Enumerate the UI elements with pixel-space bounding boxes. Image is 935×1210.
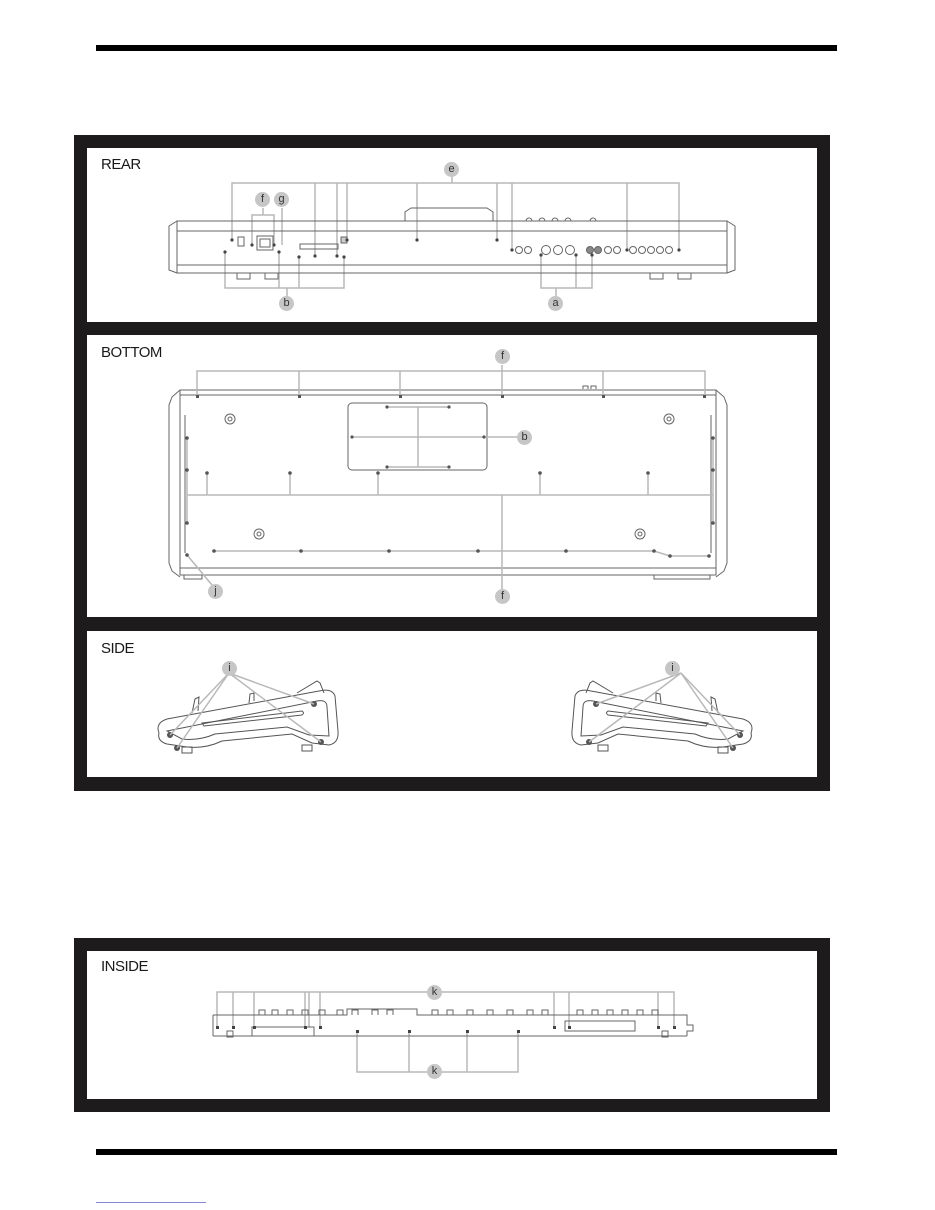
inside-view-drawing	[212, 991, 694, 1073]
bottom-title: BOTTOM	[101, 344, 162, 361]
callout-f-top: f	[495, 349, 510, 364]
callout-g: g	[274, 192, 289, 207]
rear-title: REAR	[101, 156, 141, 173]
callout-e: e	[444, 162, 459, 177]
side-title: SIDE	[101, 640, 135, 657]
top-rule	[96, 45, 837, 51]
callout-i-left: i	[222, 661, 237, 676]
callout-k-bottom: k	[427, 1064, 442, 1079]
inside-title: INSIDE	[101, 958, 149, 975]
callout-a: a	[548, 296, 563, 311]
inside-panel: INSIDE	[87, 951, 817, 1099]
callout-f-bottom: f	[495, 589, 510, 604]
callout-i-right: i	[665, 661, 680, 676]
side-panel: SIDE	[87, 631, 817, 777]
bottom-rule	[96, 1149, 837, 1155]
bottom-view-drawing	[168, 365, 728, 590]
callout-f: f	[255, 192, 270, 207]
side-view-drawing	[157, 672, 753, 754]
footer-link-underline[interactable]	[96, 1202, 206, 1203]
callout-k-top: k	[427, 985, 442, 1000]
rear-panel: REAR	[87, 148, 817, 322]
callout-b: b	[279, 296, 294, 311]
callout-b: b	[517, 430, 532, 445]
callout-j: j	[208, 584, 223, 599]
bottom-panel: BOTTOM	[87, 335, 817, 617]
rear-view-drawing	[168, 173, 736, 298]
